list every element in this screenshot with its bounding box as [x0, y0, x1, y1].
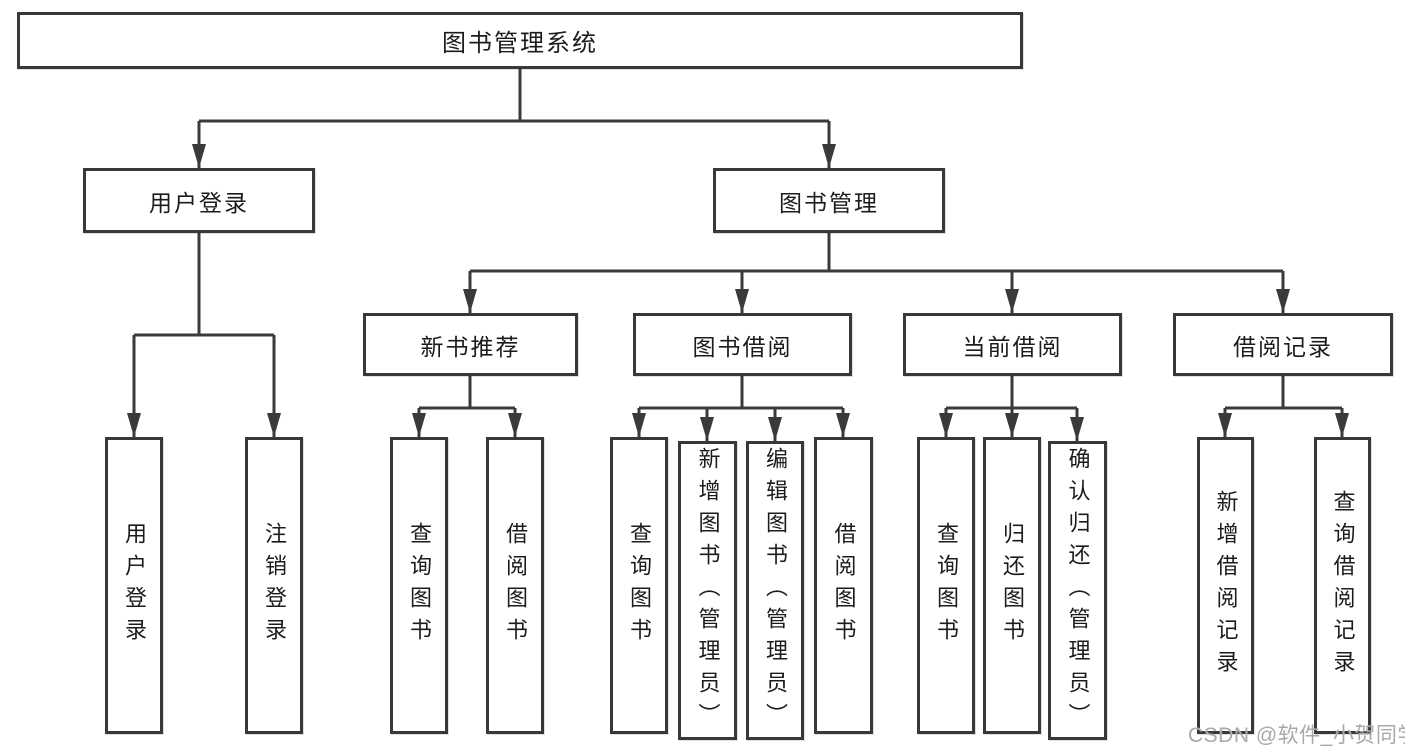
leaf-user-login: 用户登录	[105, 437, 163, 734]
leaf-borrowing-add-books-admin: 新增图书（管理员）	[678, 441, 737, 740]
leaf-newbooks-borrow-books: 借阅图书	[486, 437, 544, 734]
leaf-borrowing-query-books: 查询图书	[610, 437, 668, 734]
leaf-borrowing-edit-books-admin: 编辑图书（管理员）	[746, 441, 804, 740]
connector-new-books-to-leaves	[412, 376, 522, 437]
node-book-management: 图书管理	[713, 168, 945, 233]
csdn-watermark: CSDN @软件_小贺同学	[1188, 724, 1405, 747]
leaf-current-confirm-return-admin: 确认归还（管理员）	[1048, 441, 1107, 740]
leaf-current-query-books: 查询图书	[917, 437, 975, 734]
connector-user-login-to-leaves	[127, 233, 281, 437]
leaf-records-add-record: 新增借阅记录	[1197, 437, 1254, 734]
node-user-login: 用户登录	[83, 168, 315, 233]
connector-root-to-level2	[192, 69, 836, 168]
leaf-current-return-books: 归还图书	[983, 437, 1041, 734]
connector-borrow-records-to-leaves	[1218, 376, 1349, 437]
leaf-records-query-record: 查询借阅记录	[1314, 437, 1371, 734]
node-borrowing-records: 借阅记录	[1173, 313, 1393, 376]
connector-book-borrow-to-leaves	[632, 376, 850, 441]
leaf-newbooks-query-books: 查询图书	[390, 437, 448, 734]
node-new-book-recommend: 新书推荐	[363, 313, 578, 376]
leaf-logout: 注销登录	[245, 437, 303, 734]
leaf-borrowing-borrow-books: 借阅图书	[814, 437, 873, 734]
node-root-system: 图书管理系统	[17, 12, 1023, 69]
connector-book-mgmt-to-level3	[463, 233, 1290, 313]
connector-current-borrow-to-leaves	[939, 376, 1084, 441]
node-current-borrowing: 当前借阅	[903, 313, 1122, 376]
node-book-borrowing: 图书借阅	[633, 313, 852, 376]
